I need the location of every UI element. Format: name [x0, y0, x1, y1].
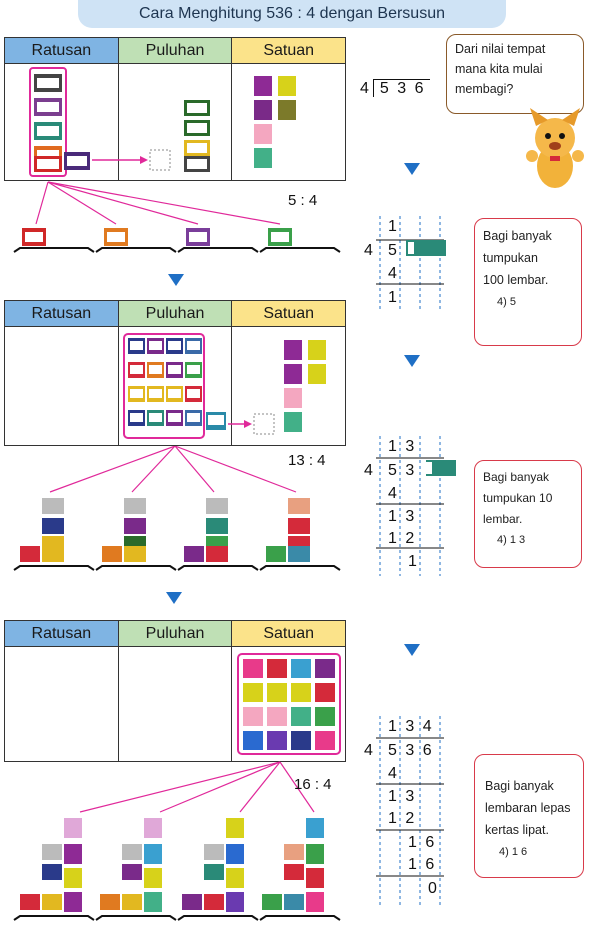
step3-row-6: 0: [428, 880, 437, 897]
step2-divisor: 4: [364, 462, 373, 479]
step2-bubble: Bagi banyak tumpukan 10 lembar. 4) 1 3: [474, 460, 582, 568]
mascot-speech-bubble: Dari nilai tempat mana kita mulai membag…: [446, 34, 584, 114]
step2-dividend: 5 3: [388, 462, 417, 479]
step1-product: 4: [388, 265, 397, 282]
page-title: Cara Menghitung 536 : 4 dengan Bersusun: [78, 0, 506, 28]
header-puluhan: Puluhan: [118, 621, 233, 646]
step3-row-2: 1 3: [388, 788, 417, 805]
table3-squares: [237, 653, 341, 755]
step3-row-5: 1 6: [408, 856, 437, 873]
step2-remainder2: 1: [408, 553, 417, 570]
step1-division-note: 5 : 4: [288, 192, 318, 209]
step3-dividend: 5 3 6: [388, 742, 434, 759]
step2-remainder1: 1 3: [388, 508, 417, 525]
step1-dividend: 5: [388, 242, 397, 259]
split-ones: [13, 761, 341, 921]
step3-bubble: Bagi banyak lembaran lepas kertas lipat.…: [474, 754, 584, 878]
header-puluhan: Puluhan: [118, 301, 233, 326]
header-satuan: Satuan: [232, 621, 346, 646]
step3-divisor: 4: [364, 742, 373, 759]
step2-guide-lines: [376, 436, 456, 576]
step2-product2: 1 2: [388, 530, 417, 547]
step1-guide-lines: [376, 216, 446, 312]
step2-quotient: 1 3: [388, 438, 417, 455]
tens-stack: [184, 100, 210, 172]
down-arrow-icon: [166, 592, 182, 604]
step3-division-note: 16 : 4: [294, 776, 332, 793]
initial-dividend: 5 3 6: [372, 79, 430, 97]
ones-squares: [254, 76, 296, 168]
header-ratusan: Ratusan: [5, 38, 119, 63]
step1-quotient: 1: [388, 218, 397, 235]
split-hundreds: [13, 181, 341, 253]
down-arrow-icon: [168, 274, 184, 286]
down-arrow-icon: [404, 644, 420, 656]
step1-bubble: Bagi banyak tumpukan 100 lembar. 4) 5: [474, 218, 582, 346]
table2-blocks: [123, 333, 326, 439]
step3-row-3: 1 2: [388, 810, 417, 827]
step2-product1: 4: [388, 485, 397, 502]
step1-divisor: 4: [364, 242, 373, 259]
step3-row-1: 4: [388, 765, 397, 782]
header-satuan: Satuan: [232, 38, 346, 63]
step1-remainder: 1: [388, 289, 397, 306]
hundreds-stack: [34, 74, 90, 172]
header-ratusan: Ratusan: [5, 621, 119, 646]
header-puluhan: Puluhan: [118, 38, 233, 63]
table1-blocks: [29, 67, 296, 177]
down-arrow-icon: [404, 163, 420, 175]
split-tens: [13, 446, 341, 571]
header-satuan: Satuan: [232, 301, 346, 326]
header-ratusan: Ratusan: [5, 301, 119, 326]
fox-mascot-icon: [526, 108, 584, 188]
step3-guide-lines: [376, 716, 444, 906]
step3-quotient: 1 3 4: [388, 718, 434, 735]
step2-division-note: 13 : 4: [288, 452, 326, 469]
step3-row-4: 1 6: [408, 834, 437, 851]
down-arrow-icon: [404, 355, 420, 367]
